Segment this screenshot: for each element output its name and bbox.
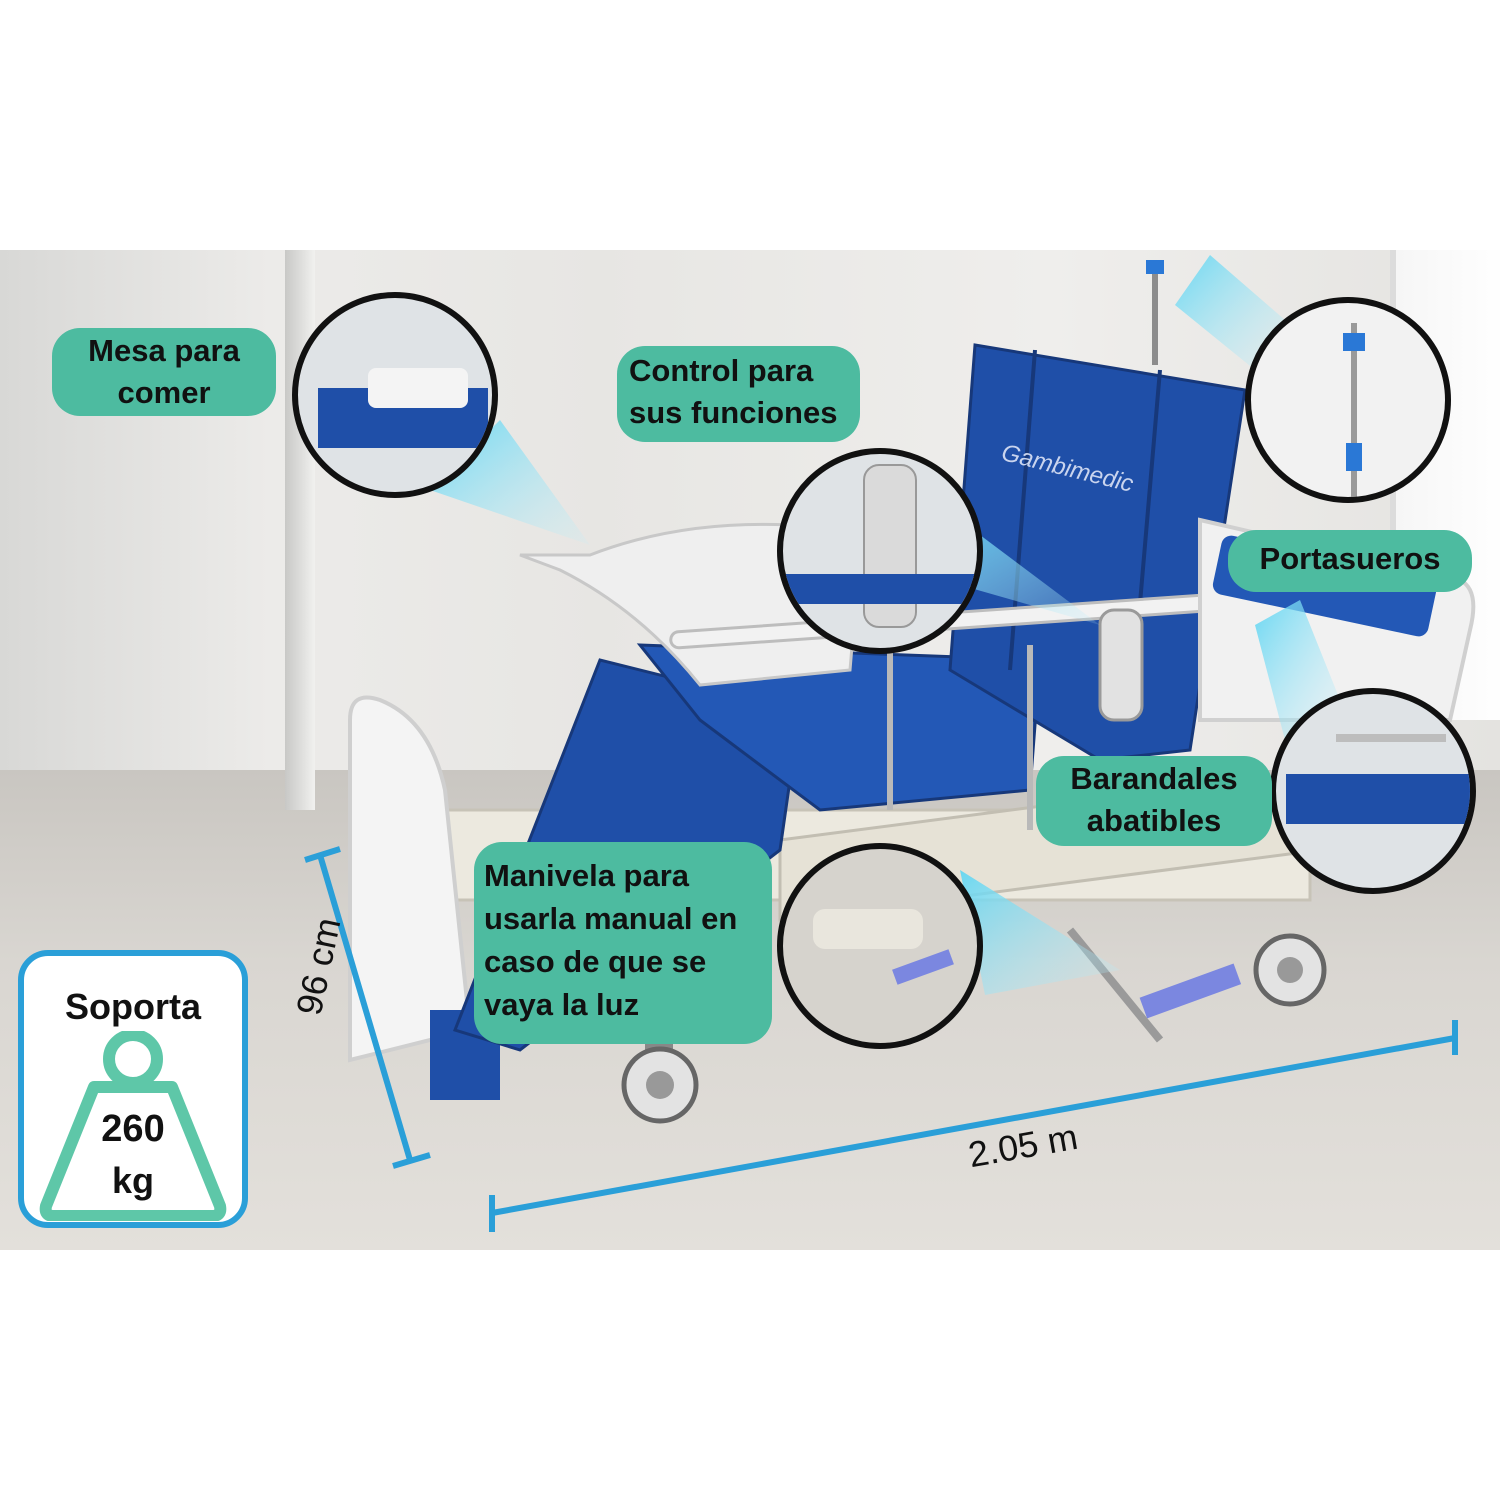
weight-unit: kg bbox=[111, 1160, 154, 1201]
detail-bubble-rails bbox=[1270, 688, 1476, 894]
weight-icon bbox=[39, 1031, 227, 1221]
label-barandales: Barandales abatibles bbox=[1036, 756, 1272, 846]
detail-bubble-crank bbox=[777, 843, 983, 1049]
detail-bubble-remote bbox=[777, 448, 983, 654]
weight-heading: Soporta bbox=[64, 986, 201, 1027]
weight-value: 260 bbox=[101, 1108, 165, 1150]
wheel bbox=[1253, 933, 1327, 1007]
label-control-funciones: Control para sus funciones bbox=[617, 346, 860, 442]
wheel bbox=[621, 1030, 699, 1124]
detail-bubble-iv-pole bbox=[1245, 297, 1451, 503]
label-portasueros: Portasueros bbox=[1228, 530, 1472, 592]
label-manivela: Manivela para usarla manual en caso de q… bbox=[474, 842, 772, 1044]
detail-bubble-table bbox=[292, 292, 498, 498]
label-mesa-para-comer: Mesa para comer bbox=[52, 328, 276, 416]
weight-capacity-badge: Soporta 260 kg bbox=[18, 950, 248, 1228]
